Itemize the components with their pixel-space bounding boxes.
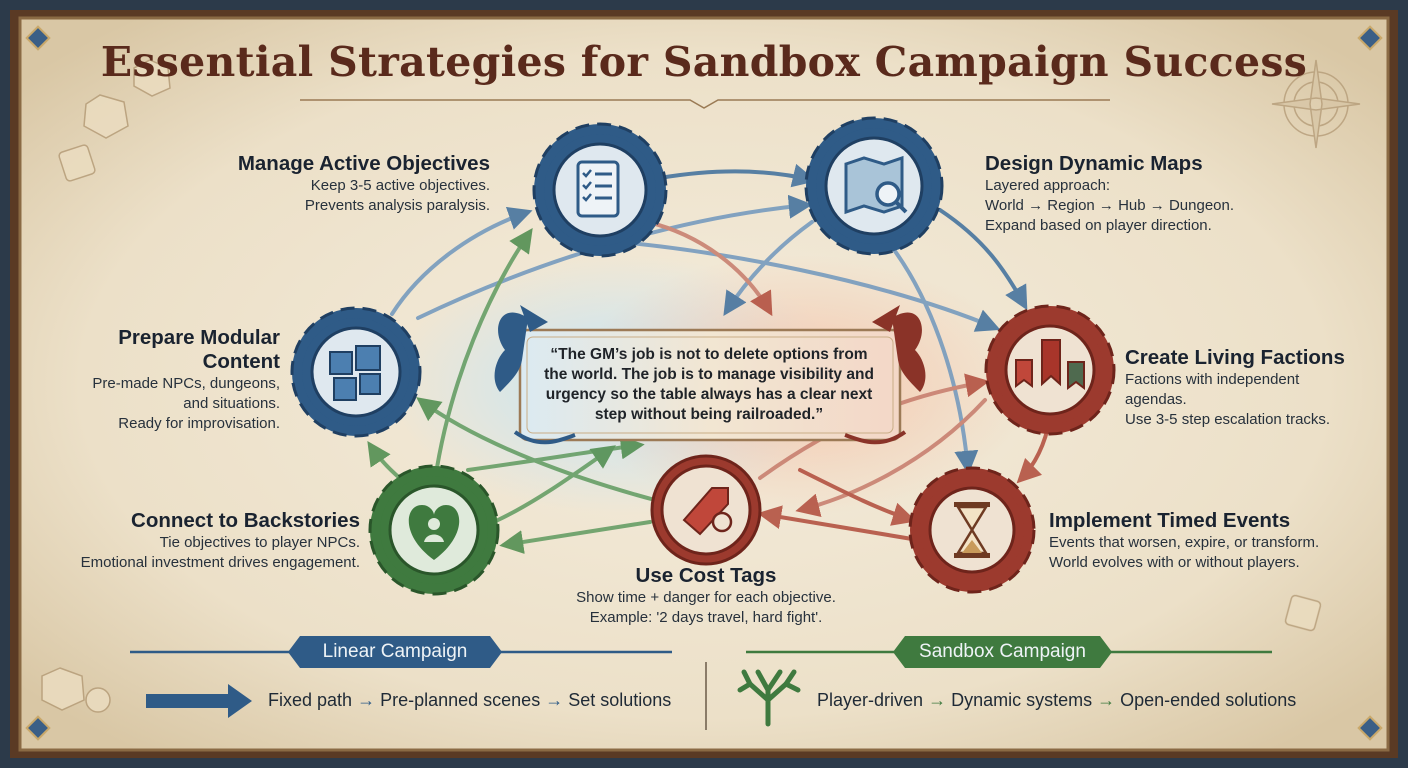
arrow-right-icon: → <box>928 690 952 710</box>
node-maps-gear <box>804 116 944 256</box>
node-objectives-gear <box>532 122 668 258</box>
modular-line-2: and situations. <box>183 395 280 412</box>
cost-line-2: Example: '2 days travel, hard fight'. <box>589 609 823 626</box>
gm-quote: “The GM’s job is not to delete options f… <box>538 345 880 425</box>
timed-text: Implement Timed Events Events that worse… <box>1049 509 1349 573</box>
sandbox-step-1: Player-driven <box>817 690 924 710</box>
sandbox-step-3: Open-ended solutions <box>1120 690 1297 710</box>
backstories-text: Connect to Backstories Tie objectives to… <box>60 509 360 573</box>
maps-line-3: Expand based on player direction. <box>985 217 1212 234</box>
factions-line-1: Factions with independent agendas. <box>1125 371 1300 408</box>
modular-line-1: Pre-made NPCs, dungeons, <box>92 375 280 392</box>
sandbox-flow: Player-driven → Dynamic systems → Open-e… <box>817 690 1296 711</box>
sandbox-campaign-label: Sandbox Campaign <box>919 641 1086 662</box>
linear-path-arrow-icon <box>146 684 252 718</box>
objectives-line-1: Keep 3-5 active objectives. <box>310 177 490 194</box>
quote-line-3: urgency so the table always has a clear … <box>545 386 873 403</box>
blue-dragon-icon <box>494 305 576 445</box>
arrow-right-icon: → <box>357 690 381 710</box>
arrow-right-icon: → <box>1097 690 1121 710</box>
modular-heading-2: Content <box>202 350 280 373</box>
linear-banner <box>288 636 502 668</box>
banners-icon <box>1015 339 1085 390</box>
backstories-heading: Connect to Backstories <box>131 509 360 532</box>
timed-heading: Implement Timed Events <box>1049 509 1291 532</box>
objectives-text: Manage Active Objectives Keep 3-5 active… <box>190 152 490 216</box>
red-dragon-icon <box>844 305 926 445</box>
price-tag-icon <box>682 487 729 536</box>
factions-line-2: Use 3-5 step escalation tracks. <box>1125 411 1331 428</box>
maps-heading: Design Dynamic Maps <box>985 152 1203 175</box>
cost-text: Use Cost Tags Show time + danger for eac… <box>546 564 866 628</box>
heart-person-icon <box>408 505 460 560</box>
objectives-heading: Manage Active Objectives <box>237 152 490 175</box>
backstories-line-1: Tie objectives to player NPCs. <box>159 534 360 551</box>
compass-rose-icon <box>1271 59 1361 149</box>
cost-heading: Use Cost Tags <box>635 564 777 587</box>
timed-line-1: Events that worsen, expire, or transform… <box>1049 534 1320 551</box>
linear-campaign-label: Linear Campaign <box>322 641 468 662</box>
factions-text: Create Living Factions Factions with ind… <box>1125 346 1365 430</box>
quote-line-1: “The GM’s job is not to delete options f… <box>550 346 868 363</box>
branching-tree-icon <box>737 669 801 727</box>
node-timed-gear <box>908 466 1036 594</box>
arrow-right-icon: → <box>545 690 569 710</box>
quote-line-4: step without being railroaded.” <box>594 406 824 423</box>
factions-heading: Create Living Factions <box>1125 346 1345 369</box>
node-cost-gear <box>650 454 762 566</box>
maps-text: Design Dynamic Maps Layered approach: Wo… <box>985 152 1305 236</box>
puzzle-icon <box>329 345 381 401</box>
linear-step-3: Set solutions <box>568 690 672 710</box>
node-modular-gear <box>290 306 422 438</box>
modular-heading-1: Prepare Modular <box>118 326 280 349</box>
linear-step-1: Fixed path <box>268 690 353 710</box>
sandbox-banner <box>893 636 1112 668</box>
maps-line-1: Layered approach: <box>985 177 1111 194</box>
node-factions-gear <box>984 304 1116 436</box>
quote-line-2: the world. The job is to manage visibili… <box>544 366 874 383</box>
scroll-checklist-icon <box>576 160 620 218</box>
sandbox-step-2: Dynamic systems <box>951 690 1093 710</box>
linear-flow: Fixed path → Pre-planned scenes → Set so… <box>268 690 671 711</box>
objectives-line-2: Prevents analysis paralysis. <box>304 197 490 214</box>
maps-line-2: World → Region → Hub → Dungeon. <box>985 197 1235 214</box>
timed-line-2: World evolves with or without players. <box>1049 554 1300 571</box>
backstories-line-2: Emotional investment drives engagement. <box>80 554 360 571</box>
modular-line-3: Ready for improvisation. <box>118 415 280 432</box>
cost-line-1: Show time + danger for each objective. <box>576 589 836 606</box>
linear-step-2: Pre-planned scenes <box>380 690 541 710</box>
hourglass-icon <box>954 502 990 558</box>
modular-text: Prepare Modular Content Pre-made NPCs, d… <box>60 326 280 434</box>
node-backstories-gear <box>368 464 500 596</box>
page-title: Essential Strategies for Sandbox Campaig… <box>100 38 1308 86</box>
